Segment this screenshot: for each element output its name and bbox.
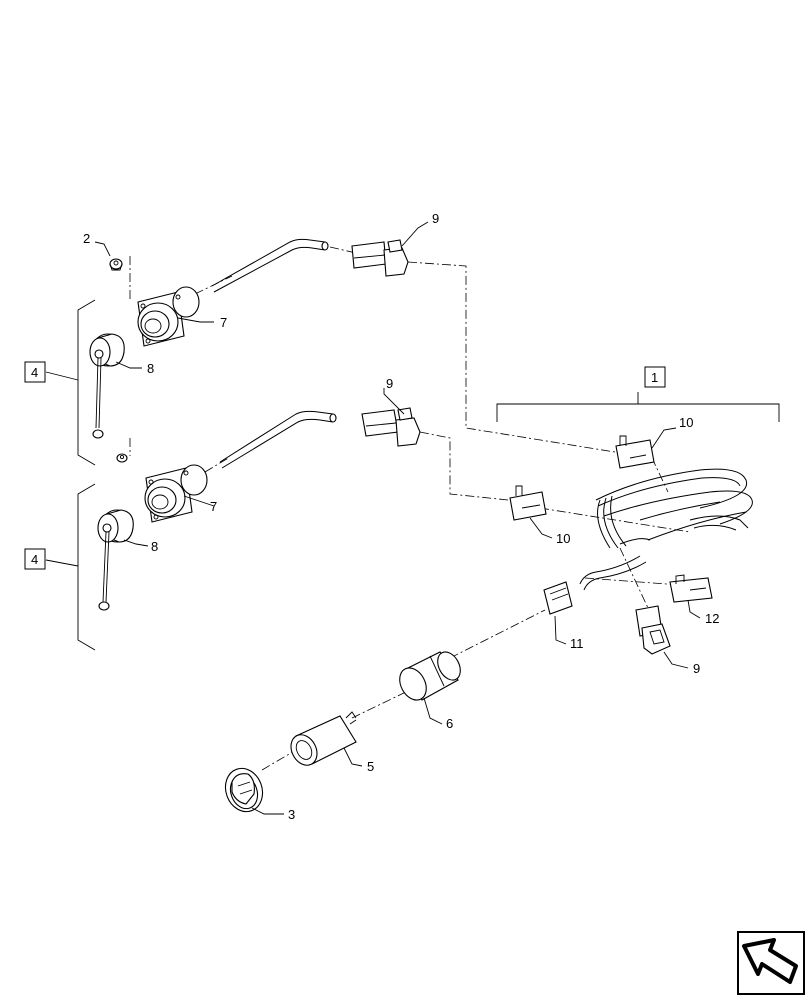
callout-10-upper: 10 <box>679 415 693 430</box>
connector-part-9-lower <box>635 605 671 655</box>
callout-9-lower: 9 <box>693 661 700 676</box>
flange-socket-part-7-upper <box>137 286 200 347</box>
screw-part-2 <box>109 258 123 271</box>
callout-12: 12 <box>705 611 719 626</box>
connector-part-9-upper <box>351 239 409 277</box>
svg-text:4: 4 <box>31 365 38 380</box>
housing-part-10-lower <box>509 485 547 521</box>
next-page-arrow-icon[interactable] <box>737 931 805 995</box>
bracket-group-4-upper <box>45 299 96 466</box>
bracket-group-1 <box>496 392 780 422</box>
terminal-part-12 <box>669 574 713 603</box>
outlet-body-part-5 <box>290 711 357 766</box>
bracket-group-4-lower <box>45 483 96 651</box>
callout-7-upper: 7 <box>220 315 227 330</box>
housing-part-10-upper <box>615 435 655 469</box>
svg-text:1: 1 <box>651 370 658 385</box>
boxed-callout-4-lower: 4 <box>24 548 46 570</box>
dust-cap-part-8-upper <box>89 333 125 439</box>
callout-3: 3 <box>288 807 295 822</box>
svg-text:4: 4 <box>31 552 38 567</box>
callout-8-upper: 8 <box>147 361 154 376</box>
dust-cap-part-8-lower <box>97 509 134 611</box>
cap-part-3 <box>224 767 264 813</box>
callout-7-lower: 7 <box>210 499 217 514</box>
clip-part-11 <box>543 581 573 615</box>
boxed-callout-1: 1 <box>644 366 666 388</box>
sleeve-part-6 <box>399 651 461 701</box>
cable-lower <box>219 410 337 469</box>
callout-8-lower: 8 <box>151 539 158 554</box>
flange-socket-part-7-lower <box>144 464 208 523</box>
assembly-lines <box>129 246 691 771</box>
screw-part-2b <box>116 453 128 463</box>
connector-part-9-middle <box>361 407 421 447</box>
callout-6: 6 <box>446 716 453 731</box>
leader-lines <box>94 221 701 815</box>
cable-upper <box>211 238 329 293</box>
callout-10-lower: 10 <box>556 531 570 546</box>
boxed-callout-4-upper: 4 <box>24 361 46 383</box>
callouts: 2 7 8 7 8 9 9 10 10 11 12 9 6 5 3 <box>83 211 719 822</box>
callout-11: 11 <box>570 636 584 651</box>
callout-9-upper: 9 <box>432 211 439 226</box>
callout-2: 2 <box>83 231 90 246</box>
wiring-harness-part-1 <box>579 468 753 591</box>
callout-9-middle: 9 <box>386 376 393 391</box>
callout-5: 5 <box>367 759 374 774</box>
